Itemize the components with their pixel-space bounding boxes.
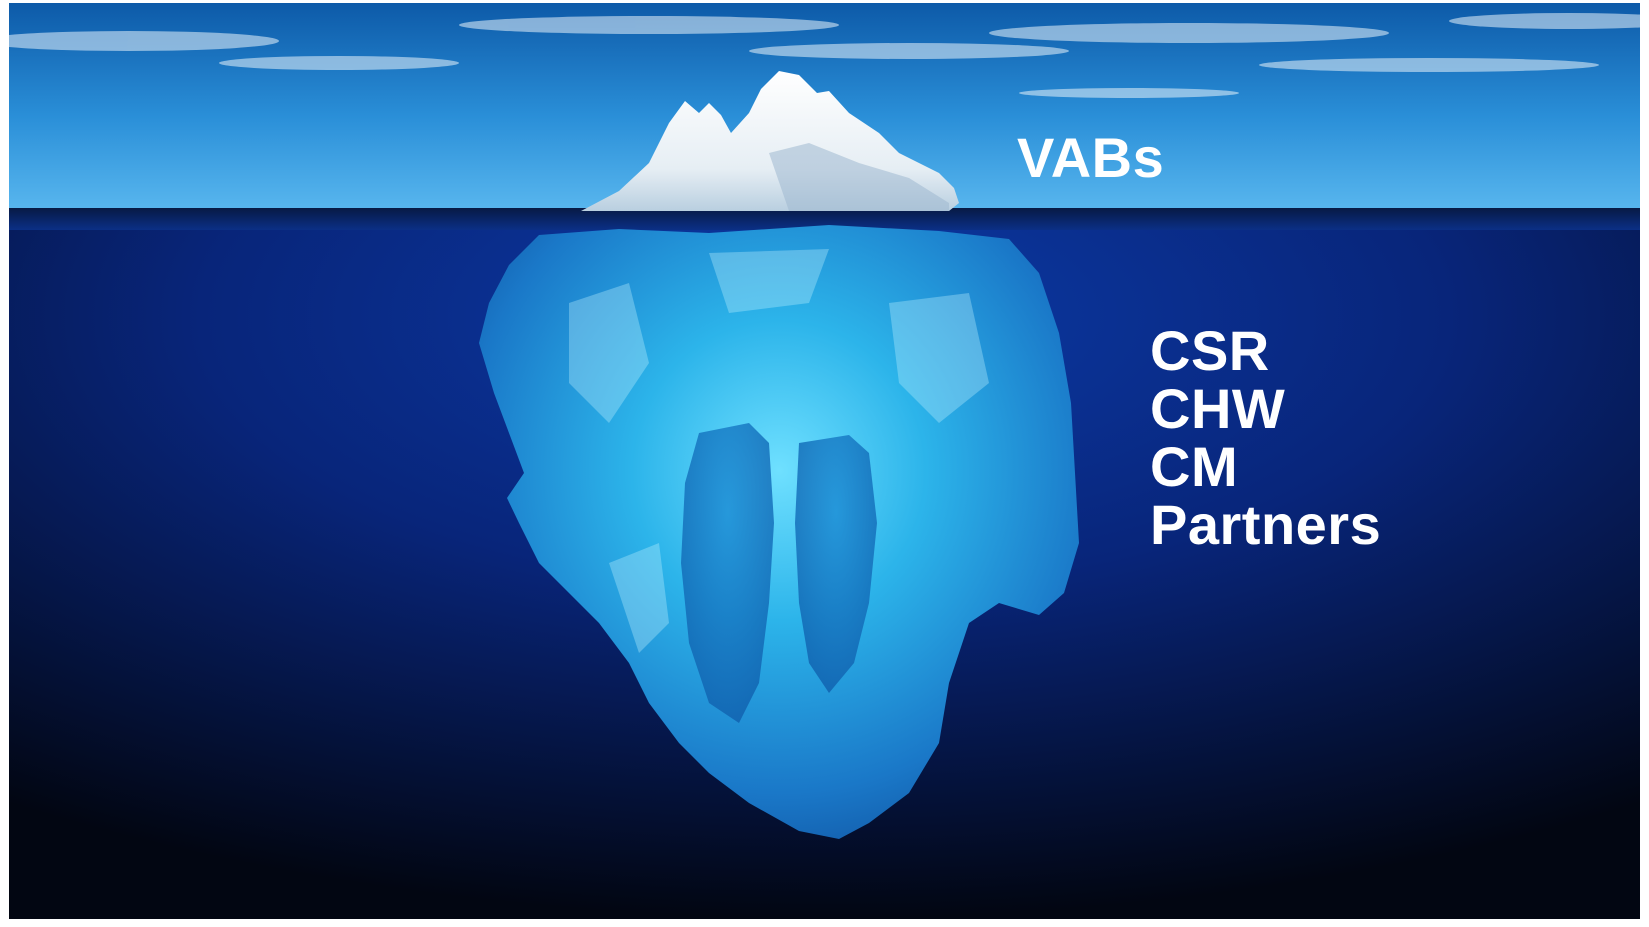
clouds (9, 13, 1640, 98)
iceberg-cave-right (795, 435, 877, 693)
below-water-label: Partners (1150, 493, 1382, 556)
ice-highlights (569, 249, 989, 653)
below-water-label: CM (1150, 435, 1239, 498)
iceberg-photo (9, 3, 1640, 919)
iceberg-illustration (9, 3, 1640, 919)
iceberg-tip-shadow (769, 143, 949, 211)
iceberg-cave-left (681, 423, 774, 723)
above-water-label: VABs (1017, 126, 1165, 189)
below-water-label: CSR (1150, 319, 1270, 382)
iceberg-underwater (479, 225, 1079, 839)
below-water-label: CHW (1150, 377, 1286, 440)
waterline (9, 208, 1640, 230)
below-water-label-list: CSR CHW CM Partners (1150, 322, 1381, 554)
